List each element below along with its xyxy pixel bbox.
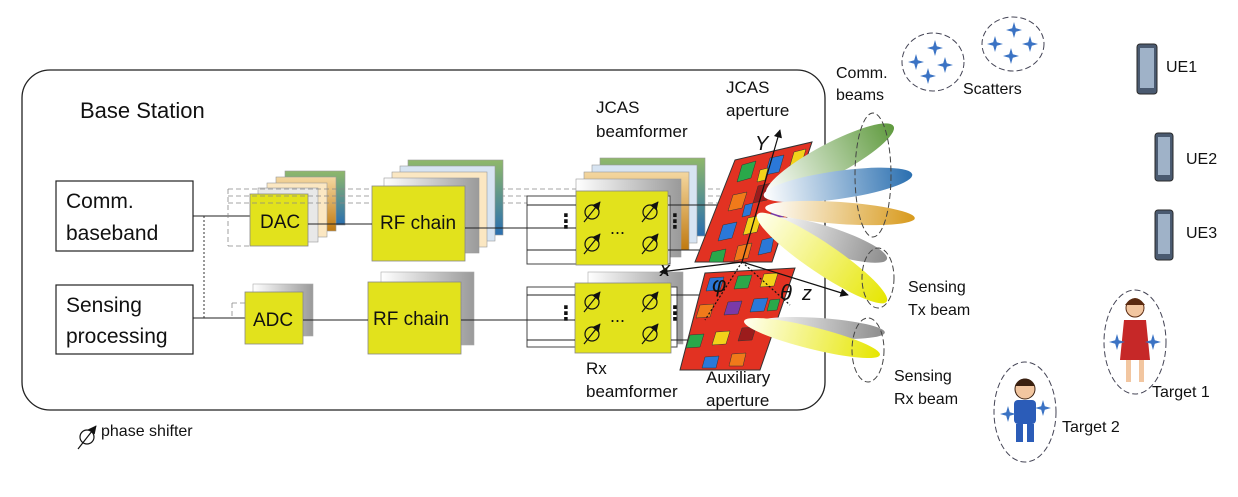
phase-shifter-icon — [641, 291, 659, 313]
comm-baseband-label-1: Comm. — [66, 190, 134, 213]
comm-beams-label-2: beams — [836, 87, 884, 104]
jcas-beamformer-label-2: beamformer — [596, 122, 688, 141]
sensing-processing-box — [55, 284, 194, 355]
phase-shifter-icon — [583, 233, 601, 255]
axis-z-label: z — [801, 283, 812, 305]
phase-shifter-icon — [583, 291, 601, 313]
target2-label: Target 2 — [1062, 419, 1120, 436]
rx-beamformer-label-1: Rx — [586, 359, 607, 378]
comm-baseband-box — [55, 180, 194, 252]
scatters-label: Scatters — [963, 81, 1022, 98]
comm-baseband-label-2: baseband — [66, 222, 158, 245]
phase-shifter-icon — [583, 201, 601, 223]
comm-beams-label-1: Comm. — [836, 65, 888, 82]
ue1-phone-icon — [1136, 43, 1158, 95]
jcas-vdots-left: ⋮ — [556, 211, 576, 233]
auxiliary-aperture — [679, 267, 796, 371]
rx-to-aperture-wires — [671, 294, 700, 341]
sensing-rx-outline — [851, 317, 885, 383]
ue2-label: UE2 — [1186, 151, 1217, 168]
jcas-ellipsis: ... — [610, 218, 625, 238]
phase-shifter-icon — [641, 233, 659, 255]
ue1-label: UE1 — [1166, 59, 1197, 76]
beams — [744, 123, 915, 359]
phase-shifter-legend-label: phase shifter — [101, 423, 193, 440]
coordinate-axes — [659, 129, 849, 321]
jcas-vdots-right: ⋮ — [665, 211, 685, 233]
comm-beam-blue — [763, 167, 913, 203]
base-station-title: Base Station — [80, 98, 205, 123]
phase-shifter-icon — [641, 201, 659, 223]
target1-label: Target 1 — [1152, 384, 1210, 401]
scatterer-2 — [981, 16, 1045, 72]
jcas-phase-shifters — [583, 201, 659, 255]
adc-label: ADC — [253, 310, 293, 331]
comm-beam-orange — [765, 200, 915, 226]
phase-shifter-icon — [583, 323, 601, 345]
sensing-processing-label-2: processing — [66, 325, 168, 348]
comm-beam-green — [765, 123, 895, 197]
rx-vdots-right: ⋮ — [665, 303, 685, 325]
target1-person-icon — [1103, 289, 1167, 395]
rx-ellipsis: ... — [610, 306, 625, 326]
jcas-beamformer-label-1: JCAS — [596, 98, 639, 117]
ue3-phone-icon — [1154, 209, 1174, 261]
rx-phase-shifters — [583, 291, 659, 345]
rf-chain-rx-block — [367, 281, 462, 355]
rx-bus-dashed — [231, 302, 245, 318]
sensing-rx-label-2: Rx beam — [894, 391, 958, 408]
phase-shifter-legend-icon — [77, 425, 97, 450]
dac-label: DAC — [260, 212, 300, 233]
adc-block — [244, 291, 304, 345]
sensing-rx-label-1: Sensing — [894, 368, 952, 385]
axis-y-label: Y — [755, 133, 770, 155]
rx-vdots-left: ⋮ — [556, 303, 576, 325]
target2-person-icon — [993, 361, 1057, 463]
theta-label: θ — [780, 280, 792, 305]
scatterer-1 — [901, 32, 965, 92]
sensing-tx-label-1: Sensing — [908, 279, 966, 296]
rx-beamformer-label-2: beamformer — [586, 382, 678, 401]
sensing-processing-label-1: Sensing — [66, 294, 142, 317]
rf-chain-rx-label: RF chain — [373, 309, 449, 330]
ue3-label: UE3 — [1186, 225, 1217, 242]
sensing-rx-beam-yellow — [744, 317, 880, 359]
auxiliary-aperture-label-2: aperture — [706, 391, 769, 410]
sensing-tx-beam — [756, 212, 888, 304]
sensing-tx-label-2: Tx beam — [908, 302, 970, 319]
rf-chain-tx-label: RF chain — [380, 213, 456, 234]
jcas-aperture-label-2: aperture — [726, 101, 789, 120]
sensing-tx-outline — [861, 247, 895, 309]
phase-shifter-icon — [641, 323, 659, 345]
rf-chain-tx-block — [371, 185, 466, 262]
jcas-aperture-label-1: JCAS — [726, 78, 769, 97]
auxiliary-aperture-label-1: Auxiliary — [706, 368, 771, 387]
phi-label: φ — [712, 272, 726, 297]
axis-x-label: x — [659, 259, 671, 281]
comm-beams-group-outline — [854, 112, 892, 238]
ue2-phone-icon — [1154, 132, 1174, 182]
